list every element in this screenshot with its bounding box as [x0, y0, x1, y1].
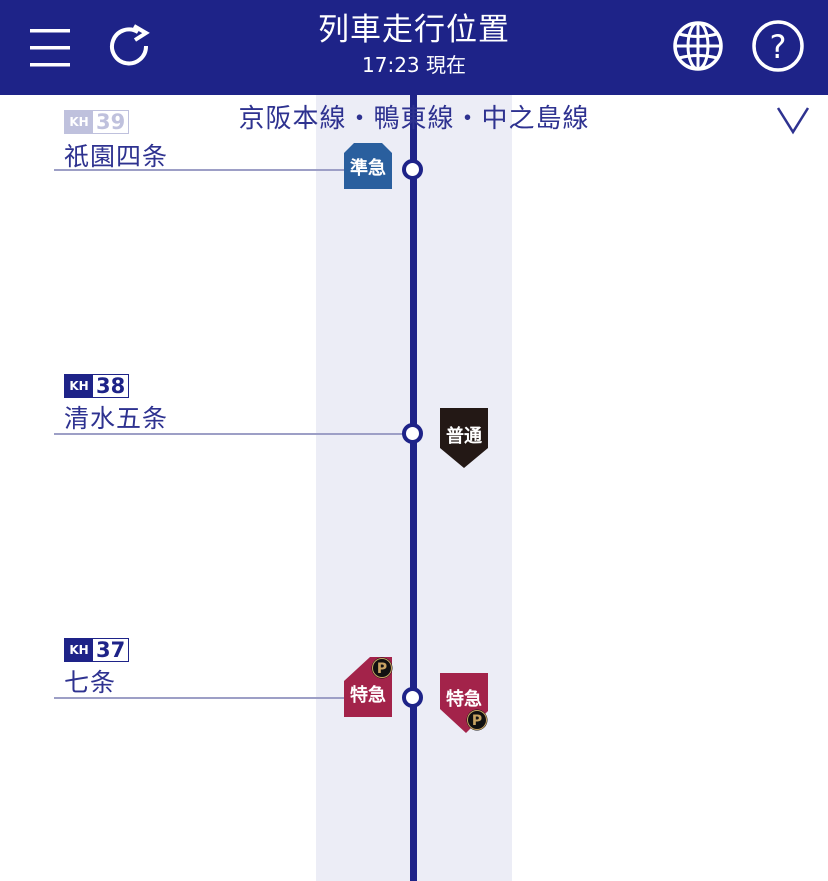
station-code: KH 39: [64, 109, 130, 134]
station-row[interactable]: KH 37 七条: [0, 638, 430, 718]
app-header: 列車走行位置 17:23 現在 ?: [0, 0, 828, 95]
premium-car-label: P: [377, 661, 387, 677]
train-type-label: 準急: [350, 158, 386, 179]
station-code: KH 37: [64, 637, 130, 662]
globe-icon: [673, 21, 723, 71]
train-marker-semi-express[interactable]: 準急: [344, 143, 392, 189]
train-marker-local[interactable]: 普通: [440, 408, 488, 468]
premium-car-badge: P: [371, 657, 393, 679]
premium-car-label: P: [472, 713, 482, 729]
station-name: 祇園四条: [64, 142, 169, 171]
menu-button[interactable]: [14, 12, 86, 84]
update-time: 17:23 現在: [362, 53, 466, 77]
train-down-marker-icon: [440, 408, 488, 468]
chevron-down-icon: [776, 107, 810, 135]
refresh-icon: [110, 24, 150, 66]
station-code-prefix: KH: [65, 639, 93, 661]
station-row[interactable]: KH 39 祇園四条: [0, 110, 430, 190]
menu-icon: [30, 29, 70, 67]
refresh-button[interactable]: [94, 12, 166, 84]
station-code: KH 38: [64, 373, 130, 398]
train-type-label: 特急: [350, 685, 386, 706]
station-code-number: 37: [96, 637, 126, 662]
station-name: 七条: [64, 668, 117, 697]
line-name: 京阪本線・鴨東線・中之島線: [238, 104, 590, 134]
train-type-label: 特急: [446, 689, 482, 710]
station-node: [402, 687, 423, 708]
station-code-prefix: KH: [65, 111, 93, 133]
train-up-marker-icon: [344, 143, 392, 189]
premium-car-icon: P: [466, 709, 488, 731]
station-node: [402, 159, 423, 180]
help-button[interactable]: ?: [742, 12, 814, 84]
page-title: 列車走行位置: [318, 12, 510, 48]
station-node: [402, 423, 423, 444]
train-type-label: 普通: [446, 426, 482, 447]
station-divider: [54, 169, 344, 171]
line-dropdown-button[interactable]: [774, 104, 812, 136]
help-glyph: ?: [770, 28, 787, 66]
station-name: 清水五条: [64, 404, 169, 433]
language-button[interactable]: [662, 12, 734, 84]
station-code-number: 39: [96, 109, 126, 134]
station-code-number: 38: [96, 373, 126, 398]
station-divider: [54, 433, 404, 435]
station-divider: [54, 697, 344, 699]
help-icon: ?: [752, 20, 804, 72]
premium-car-icon: P: [371, 657, 393, 679]
station-code-prefix: KH: [65, 375, 93, 397]
station-row[interactable]: KH 38 清水五条: [0, 374, 430, 454]
track-line: [410, 95, 417, 881]
premium-car-badge: P: [466, 709, 488, 731]
